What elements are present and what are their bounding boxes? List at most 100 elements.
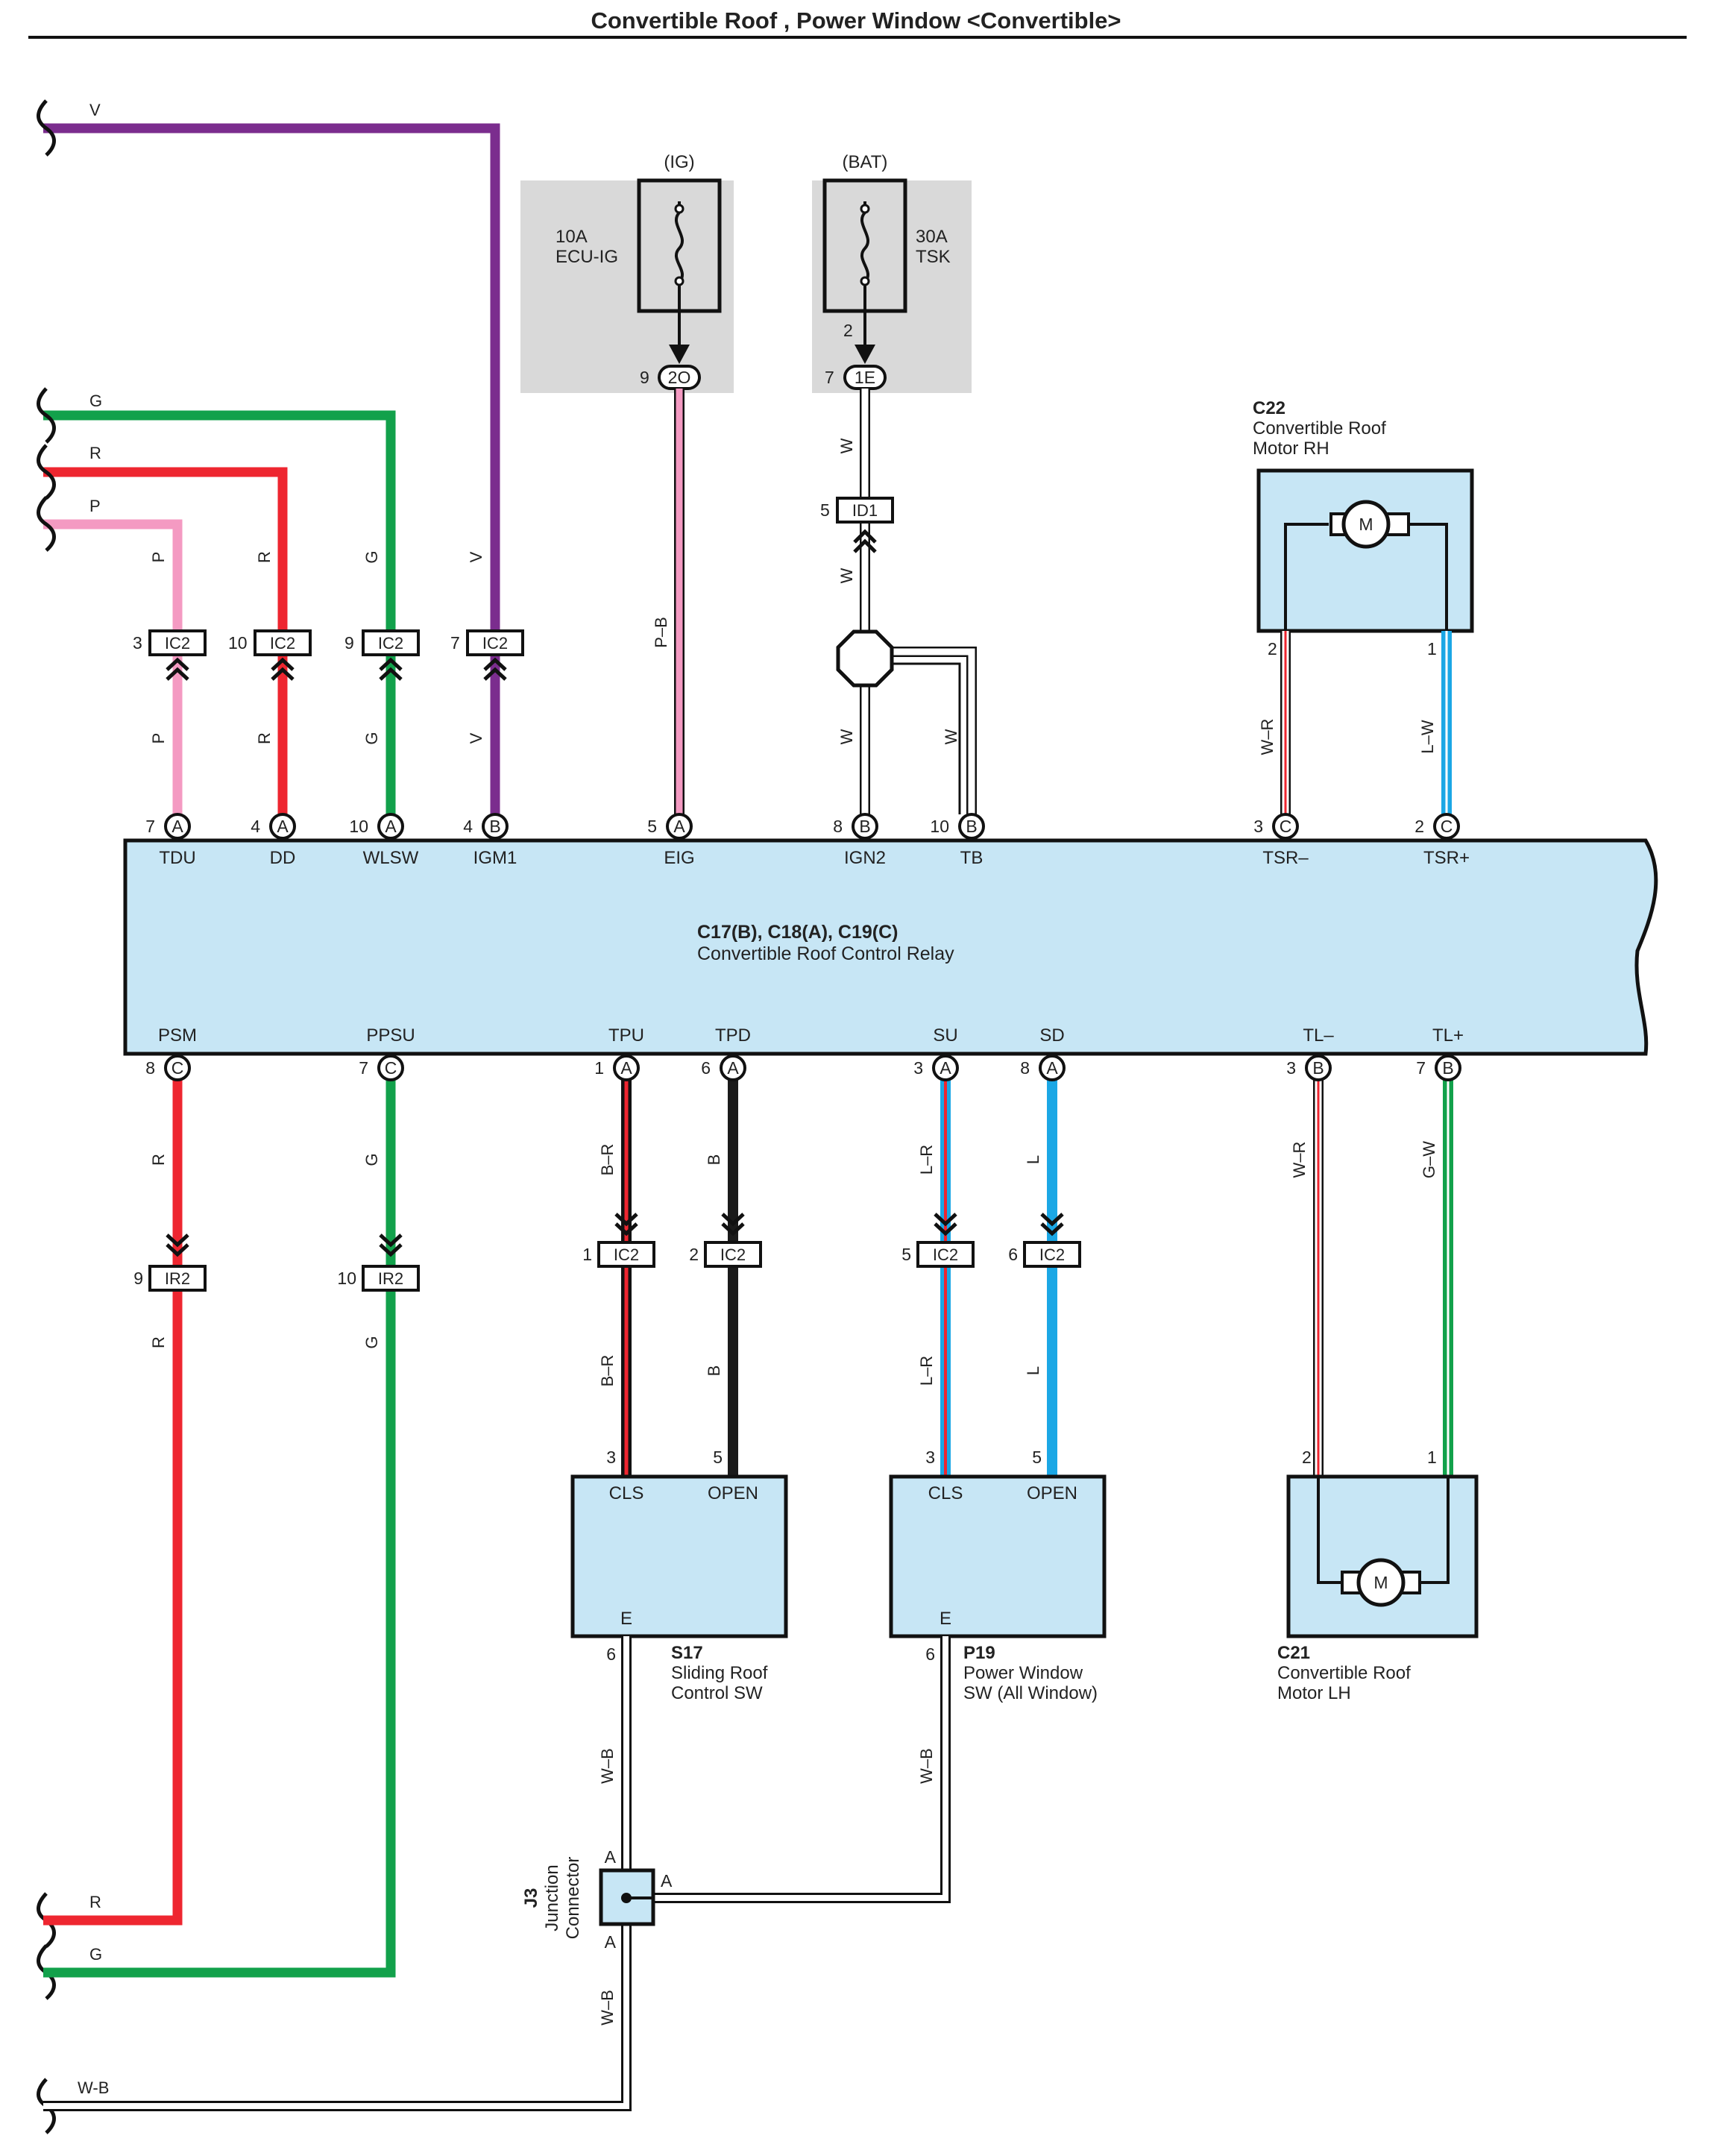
- relay-pin-conn: B: [966, 817, 977, 836]
- relay-pin-number: 7: [1416, 1058, 1426, 1078]
- left-wire-label-r-bottom: R: [89, 1893, 101, 1911]
- wire-w-tb: [892, 662, 961, 814]
- switch-p19-line1: Power Window: [963, 1663, 1083, 1683]
- relay-terminal-name: DD: [270, 848, 296, 868]
- connector-ic2-1: [597, 1213, 655, 1268]
- relay-terminal-name: IGN2: [844, 848, 886, 868]
- chevron-up-icon: [853, 529, 877, 553]
- connector-name: IC2: [270, 634, 295, 653]
- motor-lh-wiring: [1317, 1477, 1450, 1584]
- fuse-box-ig: [520, 180, 734, 393]
- diagram-title: Convertible Roof , Power Window <Convert…: [591, 7, 1121, 34]
- motor-lh-symbol: M: [1373, 1573, 1388, 1592]
- wire-w-b: [43, 1924, 629, 2109]
- connector-ic2-7: [466, 629, 524, 681]
- relay-pin-number: 3: [913, 1058, 923, 1078]
- relay-terminal-name: EIG: [664, 848, 694, 868]
- wire-color-label: W–B: [598, 1990, 617, 2025]
- connector-ir2-10: [362, 1233, 420, 1292]
- wire-color-label: W–B: [598, 1748, 617, 1784]
- title-rule: [28, 36, 1687, 39]
- relay-pin-conn: C: [1441, 817, 1453, 836]
- relay-pin-conn: A: [1046, 1058, 1058, 1078]
- connector-ic2-10: [254, 629, 312, 681]
- switch-s17-line2: Control SW: [671, 1683, 763, 1703]
- wire-color-label: L: [1024, 1366, 1042, 1375]
- connector-ic2-6: [1023, 1213, 1081, 1268]
- relay-pin-number: 6: [701, 1058, 711, 1078]
- connector-pin: 1: [582, 1245, 592, 1264]
- wire-color-label: L–R: [917, 1356, 936, 1386]
- relay-pin-number: 7: [359, 1058, 368, 1078]
- junction-line1: Junction: [542, 1864, 562, 1931]
- switch-p19-line2: SW (All Window): [963, 1683, 1098, 1703]
- relay-pin-conn: A: [940, 1058, 951, 1078]
- connector-name: IC2: [165, 634, 190, 653]
- wire-color-label: B: [705, 1365, 723, 1377]
- wire-color-label: R: [149, 1154, 168, 1166]
- connector-pin: 5: [820, 500, 830, 520]
- relay-pin-number: 3: [1253, 817, 1263, 836]
- relay-pin-conn: C: [171, 1058, 184, 1078]
- fuse-inner-pin-bat: 2: [843, 321, 853, 340]
- fuse-node: [860, 204, 870, 214]
- connector-pin: 10: [337, 1269, 356, 1288]
- relay-terminal-name: TDU: [159, 848, 195, 868]
- wire-color-label: W–R: [1258, 719, 1277, 755]
- relay-pin-conn: A: [620, 1058, 632, 1078]
- relay-pin-number: 8: [145, 1058, 155, 1078]
- motor-icon: [1341, 500, 1391, 549]
- connector-pin: 10: [228, 633, 248, 653]
- relay-code: C17(B), C18(A), C19(C): [697, 922, 898, 943]
- fuse-rating-ig: 10A: [556, 227, 588, 247]
- junction-pin-bottom: A: [605, 1932, 617, 1952]
- connector-pin: 7: [450, 633, 460, 653]
- connector-name: IR2: [165, 1269, 190, 1288]
- left-wire-label-v: V: [89, 101, 101, 119]
- switch-s17-pin-cls: 3: [606, 1448, 616, 1467]
- connector-pin: 9: [133, 1269, 143, 1288]
- chevron-down-icon: [1040, 1213, 1064, 1236]
- motor-rh-pin-right: 1: [1427, 639, 1437, 659]
- relay-terminal-name: SU: [933, 1025, 957, 1046]
- motor-rh-wiring: [1284, 523, 1448, 631]
- relay-pin-conn: A: [171, 817, 183, 836]
- wire-r-bottom: [43, 1068, 183, 1926]
- wire-color-label: W: [942, 729, 960, 744]
- connector-name: IC2: [1039, 1245, 1065, 1264]
- wire-color-label: G–W: [1420, 1141, 1438, 1178]
- motor-lh-line1: Convertible Roof: [1277, 1663, 1411, 1683]
- left-wire-label-p: P: [89, 497, 101, 515]
- switch-p19-e: E: [940, 1609, 951, 1629]
- chevron-down-icon: [934, 1213, 957, 1236]
- motor-lh-line2: Motor LH: [1277, 1683, 1351, 1703]
- relay-pin-number: 10: [349, 817, 368, 836]
- switch-s17-code: S17: [671, 1643, 703, 1663]
- fuse-node: [860, 276, 870, 286]
- wire-color-label: W–B: [917, 1748, 936, 1784]
- connector-pin: 2: [689, 1245, 699, 1264]
- switch-s17-line1: Sliding Roof: [671, 1663, 768, 1683]
- connector-ic2-2: [704, 1213, 762, 1268]
- relay-terminal-name: TPD: [715, 1025, 751, 1046]
- relay-pin-conn: C: [385, 1058, 397, 1078]
- chevron-down-icon: [166, 1233, 189, 1257]
- chevron-up-icon: [166, 657, 189, 681]
- connector-name: IC2: [378, 634, 403, 653]
- wire-color-label: G: [362, 732, 381, 744]
- wire-color-label: L: [1024, 1155, 1042, 1164]
- wire-color-label: P: [149, 733, 168, 744]
- relay-pin-conn: B: [489, 817, 500, 836]
- connector-name: IC2: [933, 1245, 958, 1264]
- motor-rh-line2: Motor RH: [1253, 439, 1329, 459]
- connector-ic2-5: [916, 1213, 975, 1268]
- wire-color-label: P: [149, 552, 168, 563]
- switch-p19-pin-cls: 3: [925, 1448, 935, 1467]
- relay-terminal-name: TSR+: [1423, 848, 1470, 868]
- relay-pin-conn: C: [1280, 817, 1292, 836]
- wire-color-label: G: [362, 1336, 381, 1348]
- motor-lh-code: C21: [1277, 1643, 1310, 1663]
- switch-s17-open: OPEN: [708, 1483, 758, 1503]
- switch-p19-box: [889, 1474, 1107, 1638]
